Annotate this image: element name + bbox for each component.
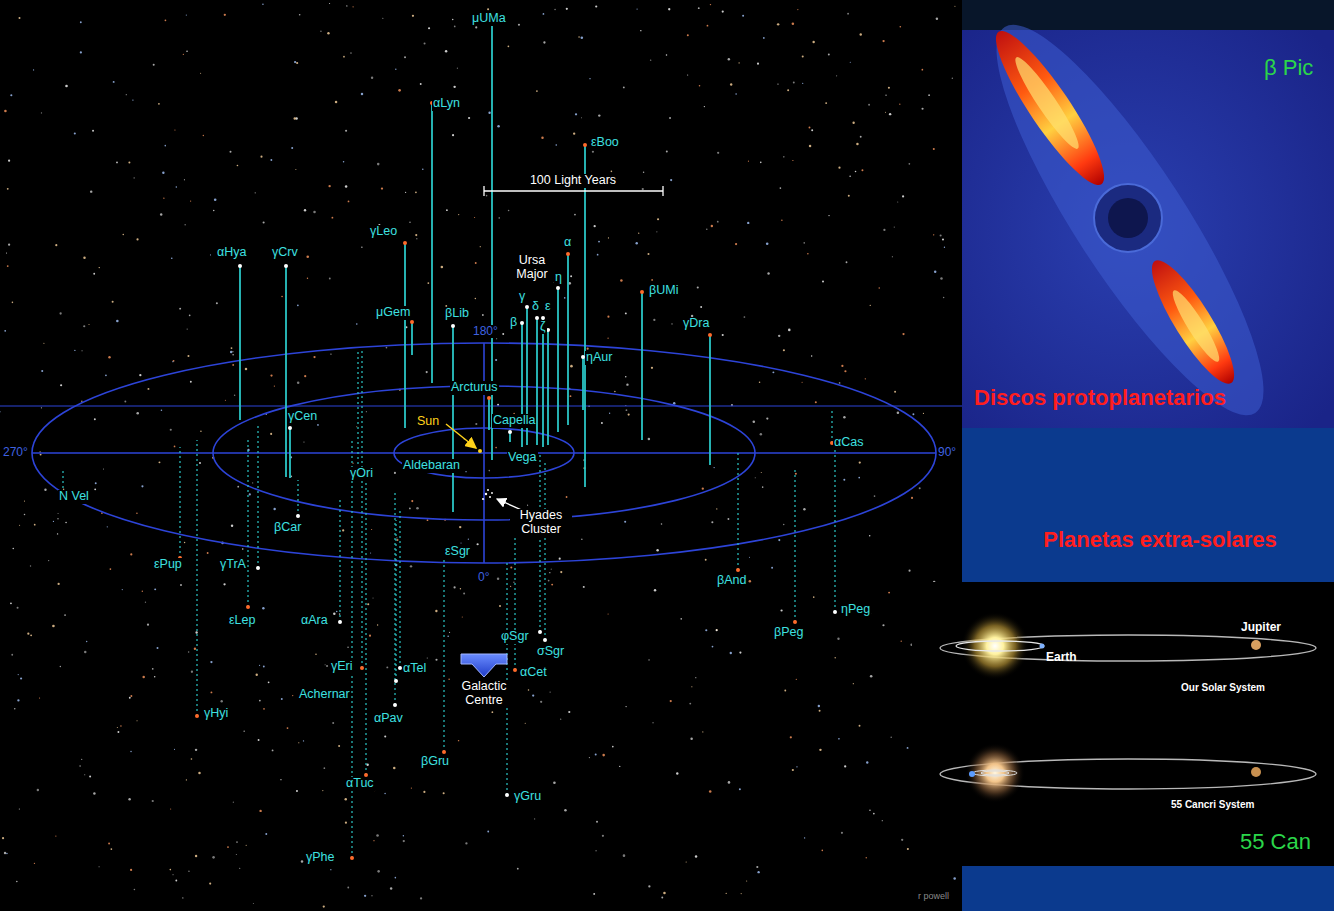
star-label: γOri — [349, 467, 374, 481]
feature-label: Ursa Major — [509, 254, 555, 282]
star-label: βGru — [420, 755, 450, 769]
star-label: δ — [531, 300, 540, 314]
star-label: ηAur — [585, 351, 613, 365]
feature-label: Hyades Cluster — [510, 509, 572, 537]
section-title: Planetas extra-solares — [1035, 528, 1285, 552]
angle-label: 180° — [472, 325, 499, 338]
object-label: β Pic — [1264, 56, 1313, 80]
star-label: βPeg — [773, 626, 804, 640]
star-label: η — [554, 271, 563, 285]
star-label: σSgr — [536, 645, 565, 659]
star-label: εLep — [228, 614, 256, 628]
planet-label: Earth — [1046, 651, 1077, 664]
star-label: ε — [544, 300, 552, 314]
star-label: γCen — [287, 410, 318, 424]
system-caption: 55 Cancri System — [1171, 799, 1254, 810]
system-caption: Our Solar System — [1181, 682, 1265, 693]
star-label: γGru — [513, 790, 542, 804]
star-label: γPhe — [305, 851, 336, 865]
star-label: μGem — [375, 306, 411, 320]
star-label: αTuc — [345, 777, 375, 791]
star-label: Aldebaran — [402, 459, 461, 473]
star-label: αPav — [373, 712, 404, 726]
star-label: ζ — [539, 320, 547, 334]
object-label: 55 Can — [1240, 830, 1311, 854]
star-label: ηPeg — [840, 603, 871, 617]
star-label: εBoo — [590, 136, 620, 150]
star-label: αCas — [833, 436, 864, 450]
star-label: αAra — [300, 614, 329, 628]
star-label: γCrv — [271, 246, 299, 260]
star-label: αLyn — [432, 97, 461, 111]
planet-label: Jupiter — [1241, 621, 1281, 634]
star-label: βLib — [444, 307, 470, 321]
star-label: βCar — [273, 521, 302, 535]
star-label: εPup — [153, 558, 183, 572]
star-label: φSgr — [500, 630, 530, 644]
star-label: γEri — [330, 660, 354, 674]
star-label: Arcturus — [450, 381, 499, 395]
star-label: βUMi — [648, 284, 679, 298]
star-label: γ — [518, 290, 526, 304]
star-label: Vega — [507, 451, 538, 465]
star-label: βAnd — [716, 574, 747, 588]
star-label: α — [563, 236, 572, 250]
section-title: Discos protoplanetarios — [965, 386, 1235, 410]
star-label: αTel — [402, 662, 427, 676]
star-label: αHya — [216, 246, 247, 260]
star-label: γTrA — [219, 558, 247, 572]
star-label: Capella — [492, 414, 536, 428]
feature-label: Galactic Centre — [448, 680, 520, 708]
star-label: εSgr — [444, 545, 471, 559]
star-label: γHyi — [203, 707, 229, 721]
feature-label: 100 Light Years — [512, 174, 634, 188]
credit-label: r powell — [918, 892, 949, 902]
star-label: N Vel — [58, 490, 90, 504]
angle-label: 270° — [2, 446, 29, 459]
angle-label: 0° — [477, 571, 490, 584]
star-label: γLeo — [369, 225, 398, 239]
star-label: β — [509, 316, 518, 330]
star-label: Achernar — [298, 688, 351, 702]
star-label: αCet — [519, 666, 548, 680]
sun-label: Sun — [416, 415, 440, 429]
star-label: μUMa — [471, 12, 507, 26]
star-label: γDra — [682, 317, 710, 331]
angle-label: 90° — [937, 446, 957, 459]
